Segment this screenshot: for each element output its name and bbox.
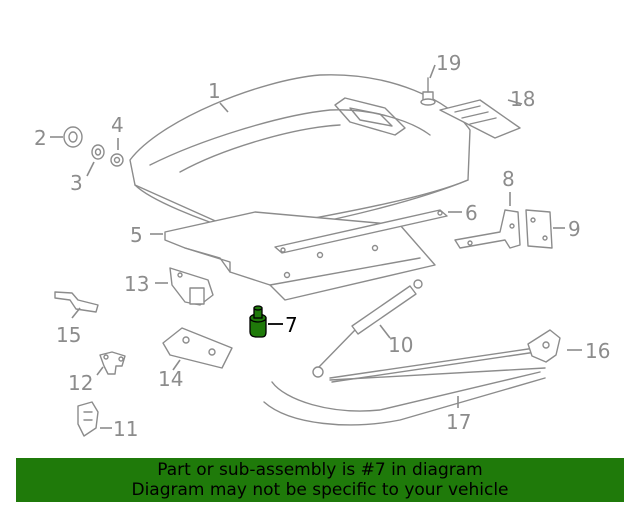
hood-panel	[129, 74, 471, 237]
release-cable	[263, 371, 546, 426]
callout-2: 2	[34, 126, 47, 150]
callout-4: 4	[111, 113, 124, 137]
callout-1: 1	[208, 79, 221, 103]
callout-19: 19	[436, 51, 461, 75]
gas-strut	[312, 279, 423, 378]
callout-9: 9	[568, 217, 581, 241]
callout-15: 15	[56, 323, 81, 347]
callout-14: 14	[158, 367, 183, 391]
clip	[99, 351, 126, 375]
callout-16: 16	[585, 339, 610, 363]
prop-rod	[329, 329, 561, 383]
vent-cover	[439, 99, 521, 139]
hinge-plate	[525, 209, 553, 249]
callout-10: 10	[388, 333, 413, 357]
bumper-stop	[63, 126, 83, 148]
callout-18: 18	[510, 87, 535, 111]
banner-line-part: Part or sub-assembly is #7 in diagram	[157, 460, 483, 480]
grommet	[91, 144, 105, 160]
callout-11: 11	[113, 417, 138, 441]
hood-hinge	[454, 209, 521, 249]
part-info-banner: Part or sub-assembly is #7 in diagram Di…	[16, 458, 624, 502]
callout-12: 12	[68, 371, 93, 395]
callout-lines	[50, 64, 582, 429]
callout-17: 17	[446, 410, 471, 434]
washer	[110, 153, 124, 167]
callout-numbers: 1 2 3 4 5 6 7 8 9 10 11 12 13 14 15 16 1…	[34, 51, 610, 441]
callout-8: 8	[502, 167, 515, 191]
support-strap	[274, 209, 448, 254]
callout-13: 13	[124, 272, 149, 296]
banner-line-disclaimer: Diagram may not be specific to your vehi…	[131, 480, 509, 500]
bracket	[54, 291, 99, 313]
hood-bumper-highlighted	[249, 305, 267, 338]
callout-7-highlighted: 7	[285, 313, 298, 337]
striker-plate	[162, 327, 233, 369]
release-handle	[77, 401, 99, 437]
hood-latch	[169, 267, 214, 306]
callout-6: 6	[465, 201, 478, 225]
callout-5: 5	[130, 223, 143, 247]
bolt	[420, 77, 436, 106]
callout-3: 3	[70, 171, 83, 195]
